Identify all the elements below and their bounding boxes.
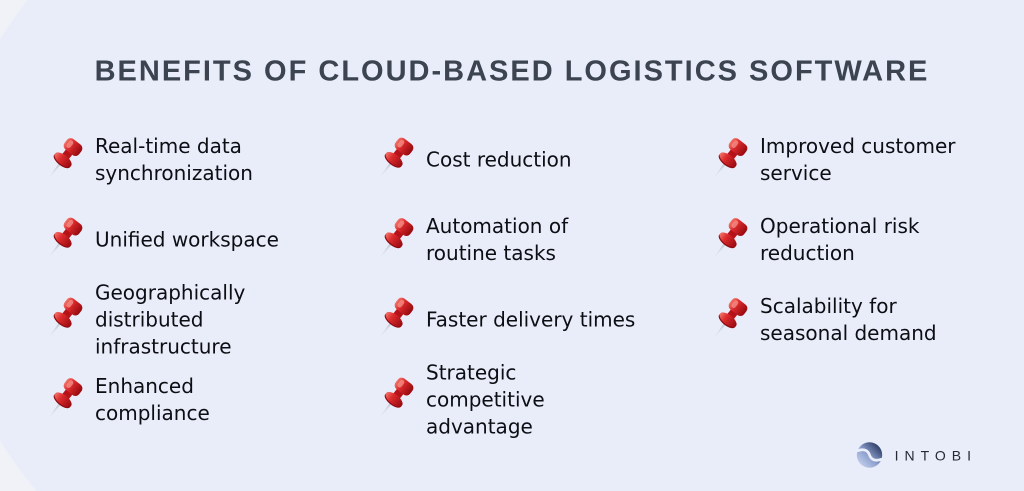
benefit-item: Faster delivery times [371,295,636,345]
red-pushpin-icon [40,135,85,184]
page-title: BENEFITS OF CLOUD-BASED LOGISTICS SOFTWA… [94,55,930,88]
benefit-item: Geographically distributed infrastructur… [40,280,245,361]
red-pushpin-icon [705,215,750,264]
benefit-item: Unified workspace [40,215,279,265]
benefit-item: Enhanced compliance [40,373,210,427]
red-pushpin-icon [40,295,85,344]
red-pushpin-icon [371,295,416,344]
benefit-label: Enhanced compliance [95,374,210,425]
benefit-label: Scalability for seasonal demand [760,294,937,345]
benefit-label: Improved customer service [760,134,956,185]
intobi-swirl-icon [855,442,883,468]
benefit-label: Faster delivery times [426,307,636,332]
benefit-label: Geographically distributed infrastructur… [95,280,246,359]
benefit-label: Operational risk reduction [760,214,920,265]
red-pushpin-icon [40,215,85,264]
red-pushpin-icon [371,215,416,264]
benefit-item: Operational risk reduction [705,213,919,267]
benefit-label: Cost reduction [426,147,572,172]
red-pushpin-icon [705,295,750,344]
benefit-item: Cost reduction [371,135,572,185]
logo-brand-text: INTOBI [894,447,977,463]
red-pushpin-icon [40,375,85,424]
benefit-item: Strategic competitive advantage [371,360,545,441]
benefit-item: Automation of routine tasks [371,213,568,267]
benefit-label: Unified workspace [95,227,279,252]
benefit-item: Scalability for seasonal demand [705,293,937,347]
benefit-item: Improved customer service [705,133,955,187]
red-pushpin-icon [371,375,416,424]
logo: INTOBI [855,442,977,469]
red-pushpin-icon [371,135,416,184]
benefit-item: Real-time data synchronization [40,133,253,187]
red-pushpin-icon [705,135,750,184]
benefit-label: Automation of routine tasks [426,214,569,265]
benefit-label: Real-time data synchronization [95,134,253,185]
benefit-label: Strategic competitive advantage [426,360,545,439]
